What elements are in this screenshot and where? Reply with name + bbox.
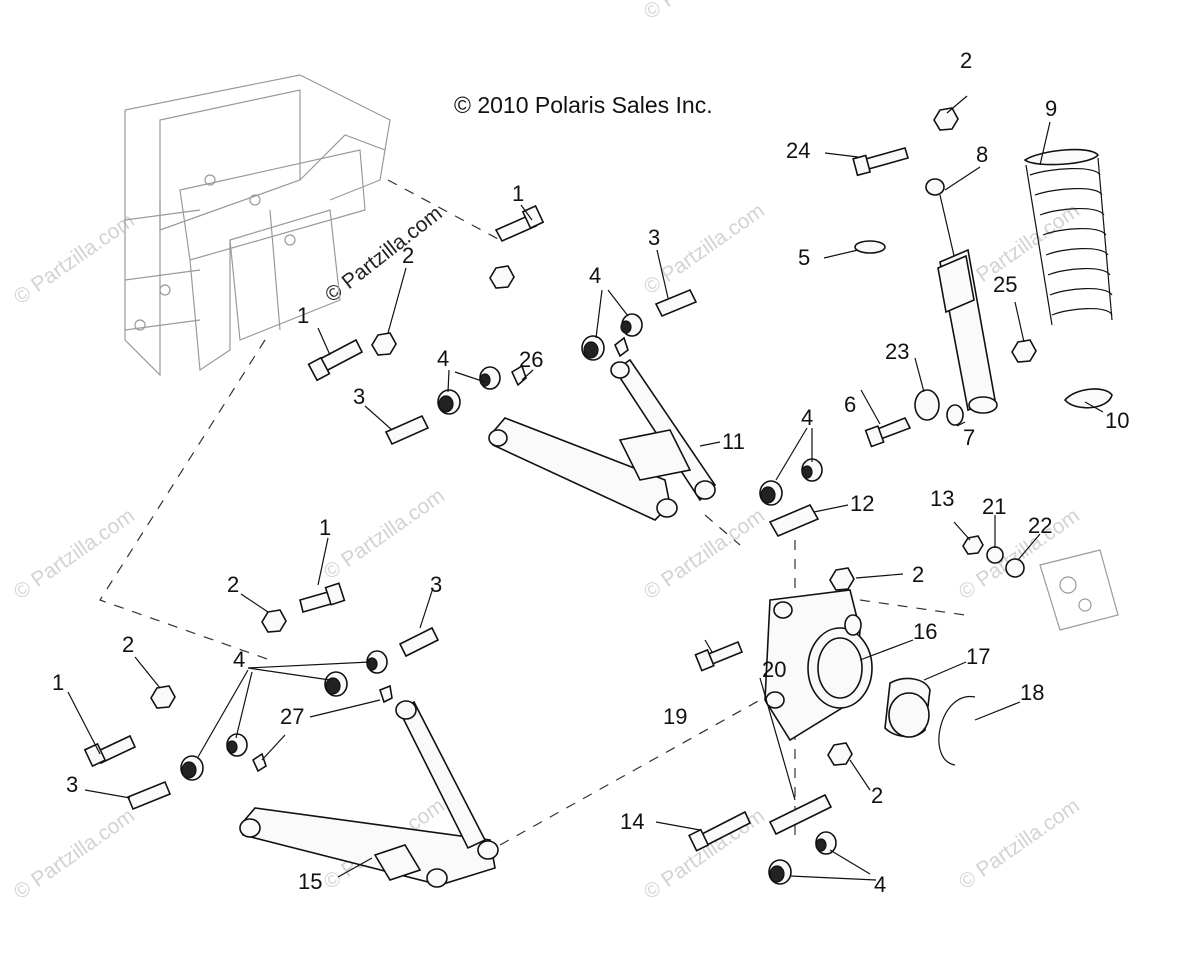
shock-and-spring [854,148,1113,426]
callout-number: 27 [280,704,304,729]
leader-lines [67,95,1104,881]
callout-number: 2 [871,783,883,808]
callout-number: 6 [844,392,856,417]
callout-number: 26 [519,347,543,372]
callout-number: 15 [298,869,322,894]
callout-number: 24 [786,138,810,163]
callout-number: 2 [960,48,972,73]
callout-number: 1 [52,670,64,695]
callout-number: 4 [874,872,886,897]
bolt-parts [83,204,545,768]
callout-number: 8 [976,142,988,167]
callout-number: 13 [930,486,954,511]
assembly-guide-lines [99,179,966,846]
callout-number: 20 [762,657,786,682]
callout-number: 9 [1045,96,1057,121]
callout-number: 2 [912,562,924,587]
callout-number: 3 [648,225,660,250]
callout-number: 4 [233,647,245,672]
callout-number: 4 [437,346,449,371]
watermark: © Partzilla.com [320,484,449,584]
callout-number: 22 [1028,513,1052,538]
watermark: © Partzilla.com [10,804,139,904]
nuts [150,107,1037,766]
callout-number: 4 [801,405,813,430]
callout-number: 3 [353,384,365,409]
callout-number: 10 [1105,408,1129,433]
watermark: © Partzilla.com [640,504,769,604]
callout-number: 4 [589,263,601,288]
callout-number: 21 [982,494,1006,519]
callout-number: 3 [430,572,442,597]
callout-number: 7 [963,425,975,450]
watermark: © Partzilla.com [10,209,139,309]
callout-number: 2 [227,572,239,597]
upper-a-arm [488,358,717,521]
copyright-text: © 2010 Polaris Sales Inc. [454,92,713,118]
lower-a-arm [239,700,499,888]
callout-number: 11 [722,429,745,454]
callout-number: 23 [885,339,909,364]
grease-fittings [251,336,629,773]
callout-number: 2 [402,243,414,268]
callout-number: 16 [913,619,937,644]
callout-number: 19 [663,704,687,729]
callout-number: 3 [66,772,78,797]
watermark: © Partzilla.com [640,0,769,24]
callout-number: 2 [122,632,134,657]
callout-number: 25 [993,272,1017,297]
callout-number: 1 [297,303,309,328]
callout-number: 1 [512,181,524,206]
bushings [180,313,837,885]
long-bolts [688,147,912,852]
pivot-pins [126,288,833,836]
chassis-frame [124,74,391,377]
callout-number: 5 [798,245,810,270]
knuckle-assembly [764,589,976,766]
callout-numbers: 1 1 1 1 2 2 2 2 2 2 3 3 3 3 4 4 4 4 4 5 … [52,48,1129,897]
callout-number: 17 [966,644,990,669]
callout-number: 14 [620,809,644,834]
coil-spring [1023,148,1113,326]
watermark: © Partzilla.com [955,794,1084,894]
callout-number: 1 [319,515,331,540]
watermark: © Partzilla.com [640,804,769,904]
callout-number: 18 [1020,680,1044,705]
watermark: © Partzilla.com [10,504,139,604]
callout-number: 12 [850,491,874,516]
